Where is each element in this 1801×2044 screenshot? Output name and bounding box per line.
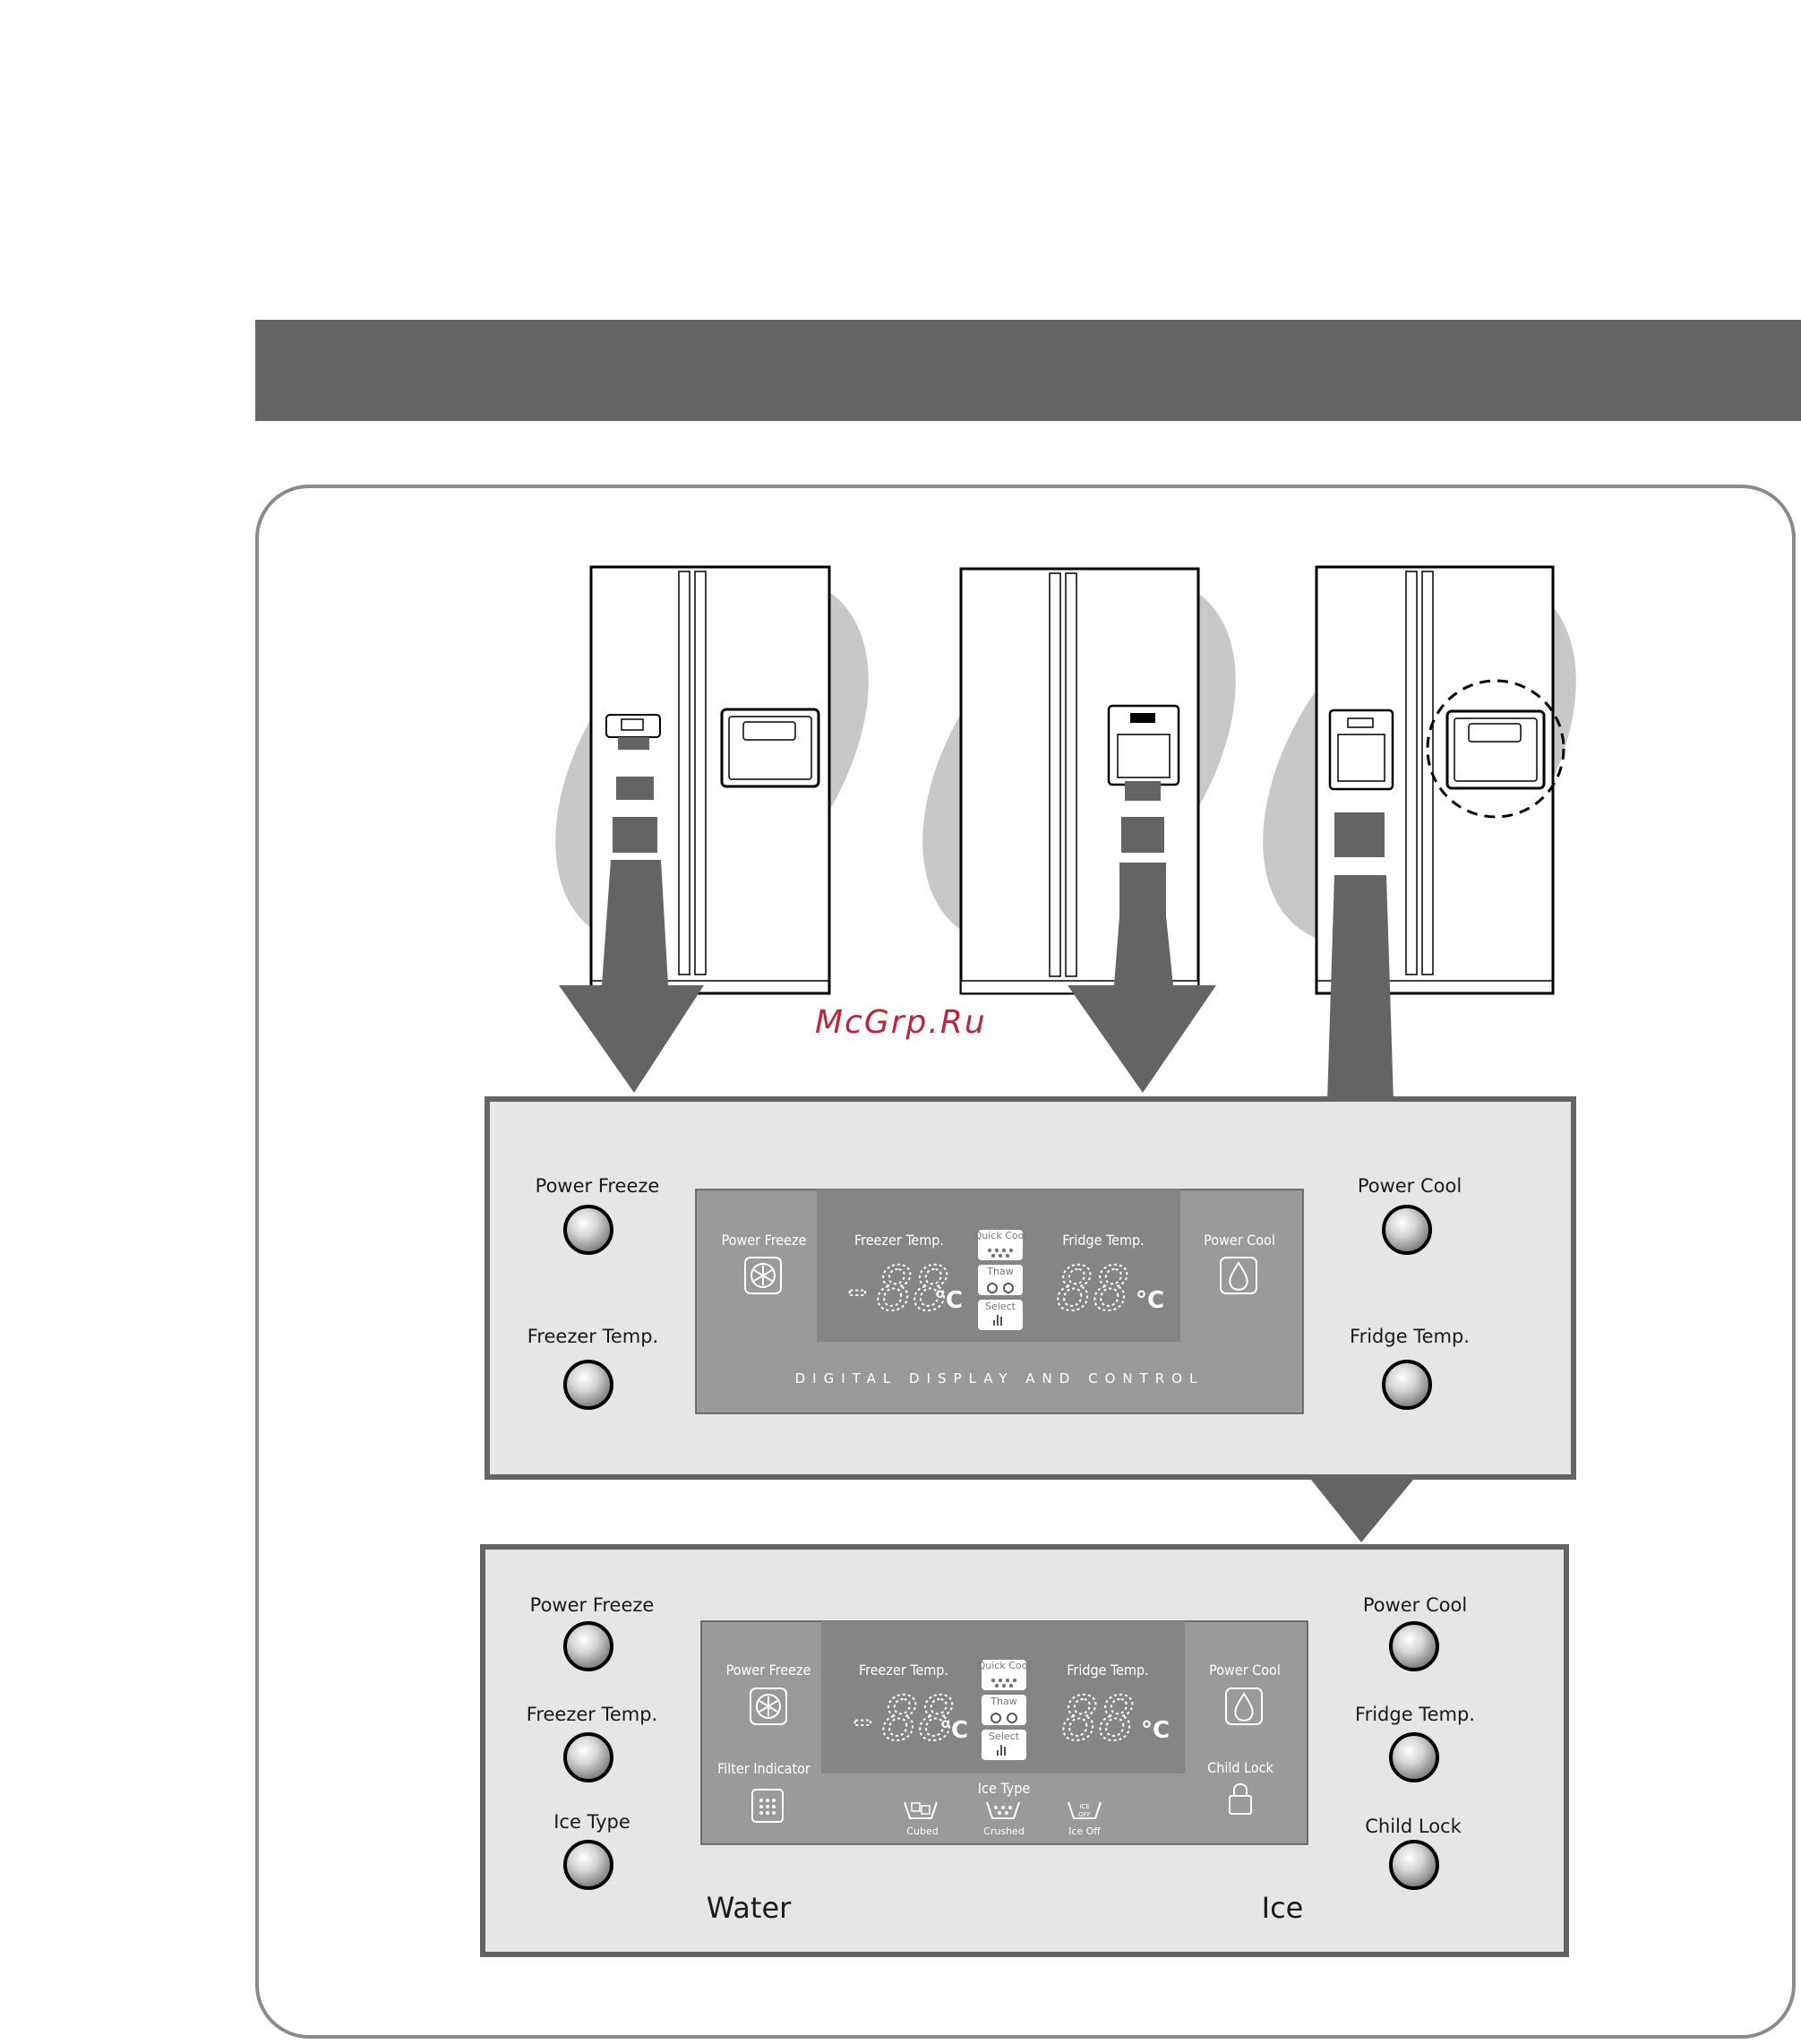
control-panel-top: Power Freeze Freezer Temp. Power Cool Fr… bbox=[485, 1096, 1576, 1480]
svg-text:Select: Select bbox=[989, 1731, 1020, 1742]
label-fridge-temp: Fridge Temp. bbox=[1350, 1326, 1470, 1347]
thaw-icon: Thaw bbox=[978, 1265, 1023, 1295]
label-ice-type: Ice Type bbox=[553, 1811, 630, 1833]
label-child-lock: Child Lock bbox=[1365, 1816, 1462, 1837]
fridge-model-2 bbox=[922, 567, 1236, 1093]
svg-text:Thaw: Thaw bbox=[990, 1696, 1016, 1707]
power-cool-button[interactable] bbox=[1382, 1205, 1432, 1255]
ice-off-icon: ICE OFF bbox=[1068, 1801, 1102, 1819]
lcd-fridge-digits: 88 bbox=[1062, 1684, 1136, 1755]
door-handle-left bbox=[1049, 572, 1061, 977]
cubed-ice-icon bbox=[904, 1801, 938, 1819]
filter-icon bbox=[751, 1789, 784, 1823]
label-freezer-temp: Freezer Temp. bbox=[527, 1704, 657, 1725]
digital-display: Power Freeze Filter Indicator Freezer Te… bbox=[700, 1620, 1308, 1845]
label-fridge-temp: Fridge Temp. bbox=[1355, 1704, 1475, 1725]
lcd-freezer-unit: °C bbox=[934, 1287, 963, 1314]
door-handle-right bbox=[694, 571, 707, 975]
quick-cool-icon: Quick Cool bbox=[974, 1230, 1027, 1260]
label-power-freeze: Power Freeze bbox=[530, 1594, 655, 1616]
lcd-fridge-temp: Fridge Temp. bbox=[1067, 1662, 1148, 1679]
quick-cool-icon: Quick Cool bbox=[978, 1660, 1031, 1690]
lcd-fridge-temp: Fridge Temp. bbox=[1062, 1232, 1144, 1249]
label-power-cool: Power Cool bbox=[1358, 1175, 1462, 1197]
snowflake-icon bbox=[750, 1688, 787, 1725]
power-freeze-button[interactable] bbox=[563, 1621, 613, 1671]
label-power-cool: Power Cool bbox=[1363, 1594, 1467, 1616]
water-drop-icon bbox=[1225, 1688, 1263, 1725]
watermark: McGrp.Ru bbox=[815, 1004, 987, 1041]
mini-display bbox=[605, 714, 661, 738]
crushed-ice-icon bbox=[986, 1801, 1020, 1819]
lcd-power-freeze: Power Freeze bbox=[726, 1662, 811, 1679]
arrow-down-icon bbox=[559, 860, 704, 1093]
lock-icon bbox=[1229, 1783, 1252, 1815]
ice-off-badge-line2: OFF bbox=[1078, 1811, 1091, 1818]
lcd-child-lock: Child Lock bbox=[1207, 1759, 1274, 1776]
door-handle-left bbox=[1405, 571, 1418, 975]
fridge-temp-button[interactable] bbox=[1382, 1360, 1432, 1410]
lcd-fridge-unit: °C bbox=[1136, 1287, 1164, 1314]
display-tagline: DIGITAL DISPLAY AND CONTROL bbox=[795, 1370, 1205, 1387]
select-icon: Select bbox=[978, 1300, 1023, 1330]
fridge-model-3 bbox=[1263, 565, 1576, 1102]
arrow-down-icon bbox=[1068, 916, 1216, 1093]
lcd-crushed: Crushed bbox=[983, 1825, 1025, 1837]
label-water: Water bbox=[707, 1891, 792, 1925]
label-power-freeze: Power Freeze bbox=[536, 1175, 660, 1197]
lcd-freezer-digits: -88 bbox=[840, 1254, 950, 1325]
lcd-fridge-digits: 88 bbox=[1057, 1254, 1130, 1325]
highlight-circle bbox=[1426, 679, 1565, 819]
fridge-model-1 bbox=[555, 565, 869, 1093]
control-panel-bottom: Power Freeze Freezer Temp. Ice Type Powe… bbox=[480, 1544, 1569, 1957]
svg-text:Quick Cool: Quick Cool bbox=[974, 1230, 1027, 1241]
lcd-freezer-digits: -88 bbox=[845, 1684, 956, 1755]
door-handle-right bbox=[1065, 572, 1077, 977]
lcd-power-freeze: Power Freeze bbox=[722, 1232, 807, 1249]
label-freezer-temp: Freezer Temp. bbox=[527, 1326, 658, 1347]
fridge-temp-button[interactable] bbox=[1389, 1732, 1439, 1782]
thaw-icon: Thaw bbox=[982, 1695, 1026, 1725]
arrow-down-icon bbox=[1327, 875, 1394, 1102]
dispenser bbox=[1328, 709, 1394, 791]
lcd-power-cool: Power Cool bbox=[1204, 1232, 1275, 1249]
svg-text:Quick Cool: Quick Cool bbox=[978, 1660, 1031, 1671]
dispenser bbox=[720, 708, 820, 788]
label-ice: Ice bbox=[1262, 1891, 1304, 1925]
snowflake-icon bbox=[744, 1257, 782, 1294]
lcd-freezer-temp: Freezer Temp. bbox=[854, 1232, 944, 1249]
select-icon: Select bbox=[982, 1730, 1026, 1760]
lcd-freezer-temp: Freezer Temp. bbox=[859, 1662, 948, 1679]
water-drop-icon bbox=[1220, 1257, 1257, 1294]
lcd-fridge-unit: °C bbox=[1141, 1717, 1170, 1744]
svg-text:Select: Select bbox=[985, 1301, 1016, 1312]
door-handle-left bbox=[678, 571, 690, 975]
power-cool-button[interactable] bbox=[1389, 1621, 1439, 1671]
freezer-temp-button[interactable] bbox=[563, 1732, 613, 1782]
power-freeze-button[interactable] bbox=[563, 1205, 613, 1255]
svg-text:Thaw: Thaw bbox=[986, 1266, 1013, 1277]
ice-type-button[interactable] bbox=[563, 1840, 613, 1890]
lcd-ice-off: Ice Off bbox=[1068, 1825, 1101, 1837]
lcd-cubed: Cubed bbox=[906, 1825, 938, 1837]
arrow-down-icon bbox=[1311, 1480, 1413, 1542]
ice-off-badge-line1: ICE bbox=[1079, 1803, 1089, 1810]
child-lock-button[interactable] bbox=[1389, 1840, 1439, 1890]
lcd-freezer-unit: °C bbox=[939, 1717, 968, 1744]
ice-dispenser bbox=[1445, 709, 1546, 790]
lcd-filter-indicator: Filter Indicator bbox=[717, 1760, 810, 1777]
lcd-power-cool: Power Cool bbox=[1209, 1662, 1281, 1679]
freezer-temp-button[interactable] bbox=[563, 1360, 613, 1410]
lcd-ice-type: Ice Type bbox=[978, 1780, 1031, 1797]
digital-display: Power Freeze Freezer Temp. -88 °C Quick … bbox=[695, 1189, 1304, 1414]
header-bar bbox=[255, 320, 1801, 421]
